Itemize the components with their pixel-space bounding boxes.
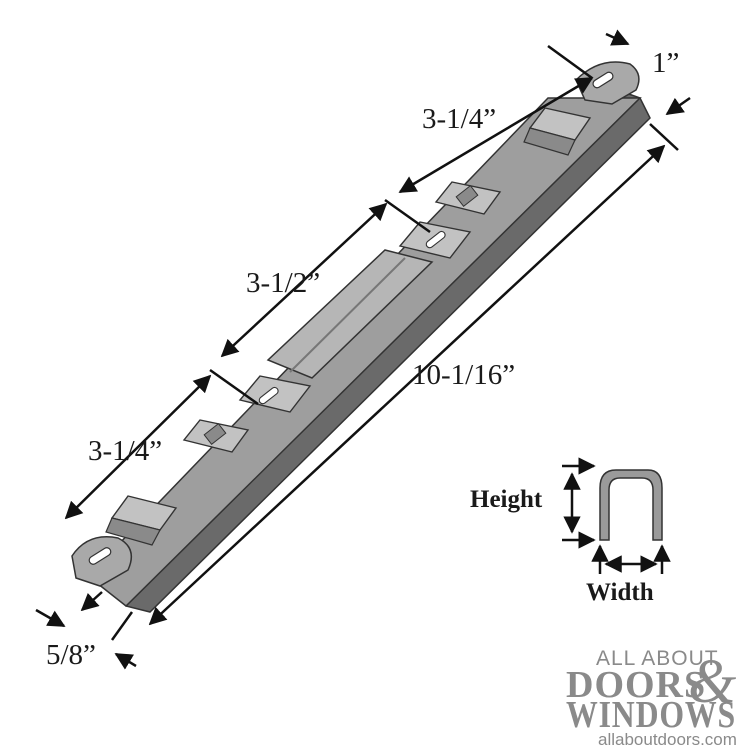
bottom-end-tab [71, 536, 133, 587]
profile-diagram [562, 457, 671, 574]
bottom-segment-label: 3-1/4” [88, 435, 162, 467]
logo-url: allaboutdoors.com [598, 730, 737, 749]
profile-channel-shape [599, 469, 663, 541]
top-segment-label: 3-1/4” [422, 103, 496, 135]
guide-rail-part [71, 61, 651, 613]
rail-top-face [86, 97, 642, 607]
logo-line-windows: WINDOWS [566, 694, 736, 736]
dimension-lines [35, 29, 691, 670]
middle-segment-label: 3-1/2” [246, 267, 320, 299]
logo-ampersand: & [688, 648, 736, 716]
brand-logo: ALL ABOUT DOORS & WINDOWS allaboutdoors.… [566, 647, 737, 749]
end-width-label: 1” [652, 47, 679, 79]
rail-width-label: 5/8” [46, 639, 96, 671]
logo-line-doors: DOORS [566, 664, 706, 706]
profile-height-label: Height [470, 486, 543, 513]
logo-line-all-about: ALL ABOUT [596, 647, 719, 670]
profile-width-label: Width [586, 579, 654, 606]
overall-length-label: 10-1/16” [412, 359, 515, 391]
